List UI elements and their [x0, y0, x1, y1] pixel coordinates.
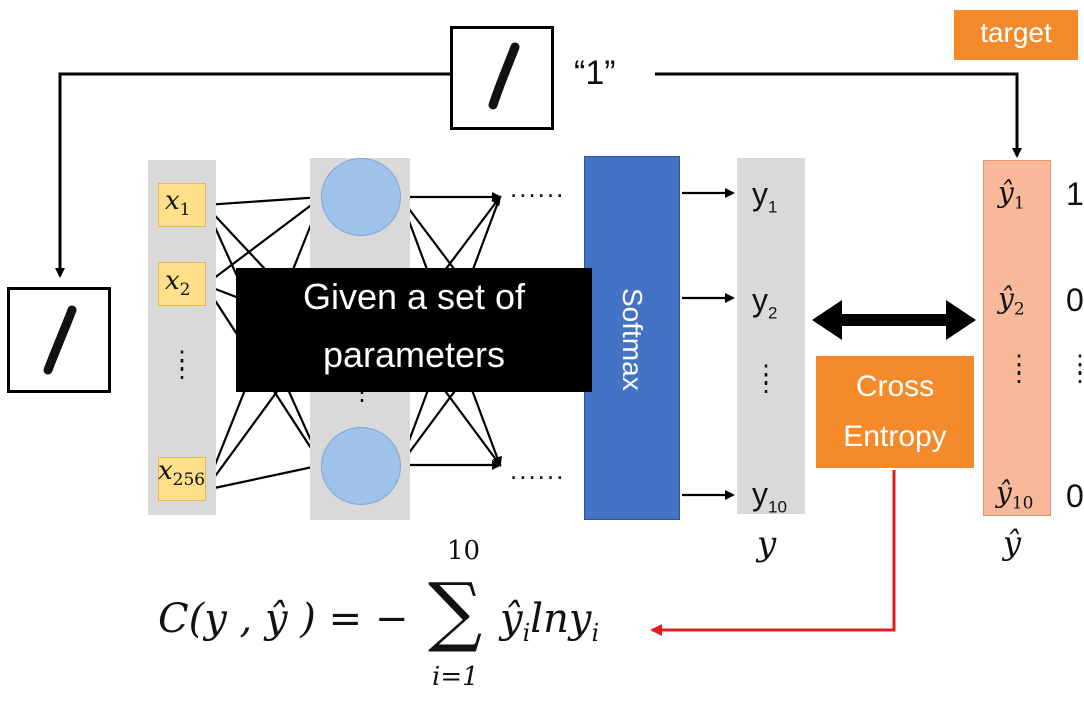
hidden-dots-top: ......: [510, 173, 566, 203]
label-text: “1”: [574, 54, 616, 92]
output-label-2: y2: [752, 282, 778, 323]
input-label-256: x256: [158, 456, 206, 491]
output-caption: y: [757, 524, 777, 564]
double-arrow: [812, 300, 976, 340]
line-to-left-image: [55, 72, 450, 278]
formula-lhs: C(y , ŷ ) = −: [158, 596, 409, 642]
softmax-block: [584, 156, 680, 520]
input-ellipsis: ⋮⋮: [170, 347, 194, 383]
formula-sum-upper: 10: [447, 536, 481, 566]
target-label-2: ŷ2: [998, 282, 1025, 320]
formula-sum-lower: i=1: [432, 662, 479, 692]
target-value-10: 0: [1066, 478, 1084, 514]
output-column: [737, 158, 805, 514]
output-label-1: y1: [752, 176, 778, 217]
cross-entropy-box: Cross Entropy: [816, 356, 974, 468]
output-ellipsis: ⋮⋮: [754, 361, 778, 397]
target-value-1: 1: [1066, 176, 1084, 212]
neuron-top: [321, 158, 401, 236]
target-column: [983, 160, 1051, 516]
red-arrow: [650, 470, 896, 636]
target-value-2: 0: [1066, 282, 1084, 318]
target-label-1: ŷ1: [998, 176, 1025, 214]
target-tag: target: [954, 10, 1078, 60]
target-value-ellipsis: ⋮⋮: [1068, 351, 1084, 387]
line-to-target: [655, 72, 1022, 158]
input-digit-image-left: [7, 287, 111, 393]
target-ellipsis: ⋮⋮: [1007, 351, 1031, 387]
input-cell-1: [158, 183, 206, 227]
input-cell-256: [158, 457, 206, 501]
input-label-1: x1: [165, 186, 191, 221]
output-label-10: y10: [752, 476, 787, 517]
digit-one-icon: [43, 305, 77, 375]
overlay-caption: Given a set of parameters: [236, 268, 592, 392]
softmax-output-arrows: [682, 188, 735, 500]
softmax-label: Softmax: [617, 288, 648, 391]
input-label-2: x2: [165, 266, 191, 301]
input-cell-2: [158, 262, 206, 306]
formula-sum-symbol: ∑: [428, 566, 483, 655]
formula-body: ŷilnyi: [500, 596, 600, 647]
neuron-bottom: [321, 427, 401, 505]
hidden-dots-bottom: ......: [510, 455, 566, 485]
digit-one-icon: [488, 42, 520, 110]
target-caption: ŷ: [1003, 524, 1022, 562]
target-label-10: ŷ10: [996, 476, 1034, 514]
input-digit-image-top: [450, 26, 554, 130]
